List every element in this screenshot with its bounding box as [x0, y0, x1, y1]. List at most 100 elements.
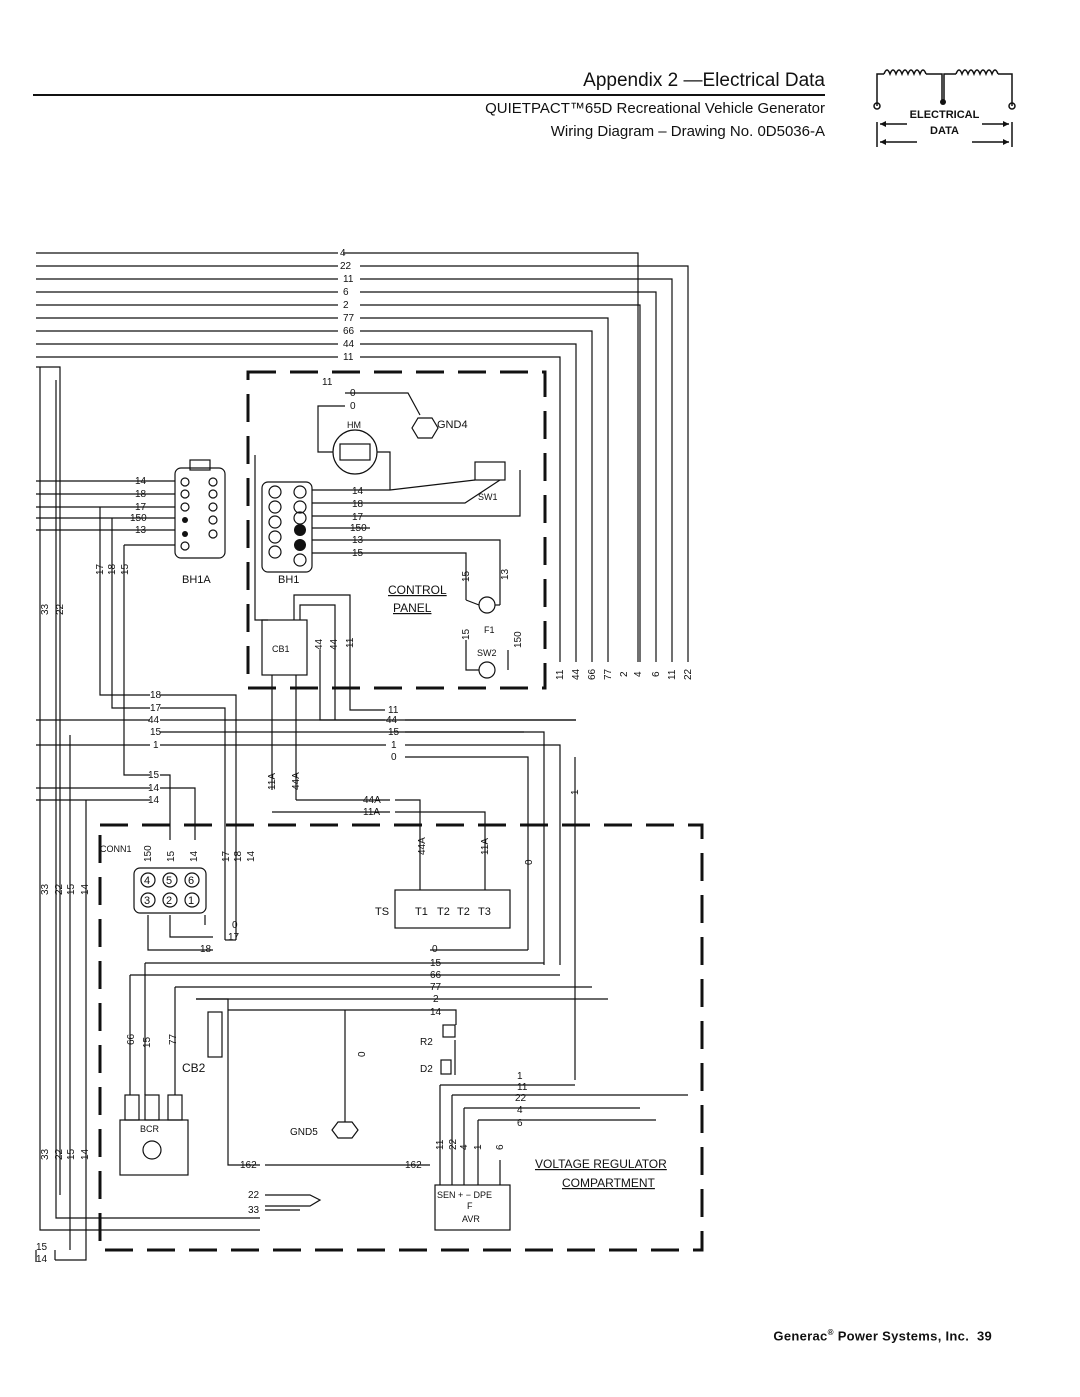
wire-label: 66 [587, 668, 598, 680]
page-number: 39 [976, 1328, 992, 1344]
wire-label: 4 [340, 248, 346, 259]
d2-label: D2 [420, 1064, 433, 1075]
footer-reg: ® [827, 1328, 834, 1337]
wire-label: 15 [66, 883, 77, 895]
wire-label: 18 [107, 563, 118, 575]
wire-label: 0 [232, 920, 238, 931]
wire-label: 11A [363, 807, 380, 818]
wire-label: 22 [54, 1148, 65, 1160]
wire-label: 15 [142, 1036, 153, 1048]
sw1-label: SW1 [478, 492, 498, 502]
avr-label: AVR [462, 1214, 480, 1224]
wire-label: 77 [168, 1033, 179, 1045]
wire-label: 15 [461, 628, 472, 640]
wire-label: 162 [405, 1160, 422, 1171]
wire-label: 0 [432, 944, 438, 955]
wire-label: 44 [571, 668, 582, 680]
wire-label: 18 [200, 944, 212, 955]
wire-label: 11 [555, 669, 566, 680]
footer-company: Generac [773, 1328, 828, 1344]
wire-label: 77 [430, 982, 442, 993]
wire-label: 44A [291, 772, 302, 790]
wire-label: 1 [473, 1144, 484, 1150]
avr-f-label: F [467, 1201, 473, 1211]
drawing-number: Wiring Diagram – Drawing No. 0D5036-A [550, 123, 825, 140]
conn1-label: CONN1 [100, 844, 132, 854]
wire-label: 14 [430, 1007, 442, 1018]
pin-label: 5 [166, 875, 172, 887]
wire-label: 22 [340, 261, 352, 272]
wire-label: 11 [388, 705, 399, 716]
wire-label: 14 [80, 1148, 91, 1160]
gnd5-label: GND5 [290, 1127, 318, 1138]
r2-label: R2 [420, 1037, 433, 1048]
wire-label: 22 [54, 883, 65, 895]
ts-label: TS [375, 906, 389, 918]
wire-label: 13 [135, 525, 147, 536]
bh1-label: BH1 [278, 574, 299, 586]
wire-label: 2 [433, 994, 439, 1005]
wire-label: 44 [386, 715, 398, 726]
electrical-data-logo: ELECTRICAL DATA [872, 62, 1017, 152]
wire-label: 0 [350, 388, 356, 399]
wire-label: 44A [363, 795, 381, 806]
control-panel-label: CONTROL [388, 583, 447, 597]
wire-label: 15 [388, 727, 400, 738]
wire-label: 11A [480, 838, 491, 855]
wire-label: 150 [513, 631, 524, 648]
terminal-label: T1 [415, 906, 428, 918]
wire-label: 0 [350, 401, 356, 412]
logo-line2: DATA [930, 125, 959, 137]
wire-label: 11 [435, 1139, 446, 1150]
cb2-label: CB2 [182, 1061, 206, 1075]
f1-label: F1 [484, 625, 495, 635]
wire-label: 2 [343, 300, 349, 311]
wire-label: 22 [448, 1138, 459, 1150]
control-panel-label-2: PANEL [393, 601, 432, 615]
wire-label: 44 [148, 715, 160, 726]
wire-label: 1 [517, 1071, 523, 1082]
pin-label: 3 [144, 895, 150, 907]
wire-label: 22 [515, 1093, 527, 1104]
bh1a-label: BH1A [182, 574, 211, 586]
wire-label: 14 [246, 850, 257, 862]
wire-label: 44 [314, 638, 325, 650]
wire-label: 14 [148, 795, 160, 806]
wire-label: 15 [166, 850, 177, 862]
wire-label: 44 [343, 339, 355, 350]
wire-label: 11A [267, 773, 278, 790]
top-wire-bus [36, 252, 338, 358]
wire-label: 17 [228, 932, 240, 943]
wire-label: 0 [357, 1051, 368, 1057]
wire-label: 6 [495, 1144, 506, 1150]
wire-label: 4 [459, 1144, 470, 1150]
page-title: Appendix 2 —Electrical Data [583, 70, 825, 91]
wire-label: 15 [66, 1148, 77, 1160]
wire-label: 15 [430, 958, 442, 969]
wire-label: 13 [500, 568, 511, 580]
wire-label: 14 [80, 883, 91, 895]
wire-label: 66 [430, 970, 442, 981]
page-footer: Generac® Power Systems, Inc. 39 [773, 1328, 992, 1343]
wire-label: 14 [36, 1254, 48, 1265]
wire-label: 6 [651, 671, 662, 677]
coil-icon [873, 69, 1016, 147]
wire-label: 14 [135, 476, 147, 487]
wire-label: 15 [352, 548, 364, 559]
wire-label: 13 [352, 535, 364, 546]
wire-label: 11 [343, 352, 354, 363]
gnd4-label: GND4 [437, 419, 468, 431]
wire-label: 11 [517, 1082, 528, 1093]
wire-label: 11 [667, 669, 678, 680]
wire-label: 15 [148, 770, 160, 781]
vr-compartment-label: VOLTAGE REGULATOR [535, 1157, 667, 1171]
wire-label: 33 [40, 883, 51, 895]
vr-compartment-label-2: COMPARTMENT [562, 1176, 656, 1190]
wire-label: 33 [40, 1148, 51, 1160]
wire-label: 17 [95, 563, 106, 575]
wire-label: 14 [352, 486, 364, 497]
footer-company-suffix: Power Systems, Inc. [837, 1328, 970, 1344]
wire-label: 17 [135, 502, 147, 513]
wire-label: 11 [343, 274, 354, 285]
wire-label: 44A [417, 837, 428, 855]
